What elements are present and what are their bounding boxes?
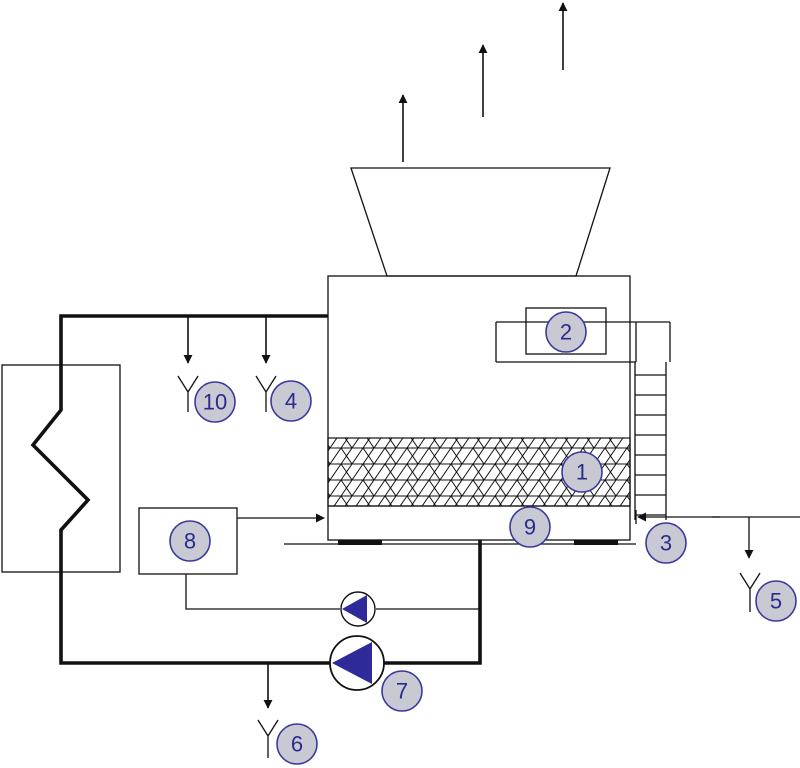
exhaust-arrows bbox=[398, 2, 568, 162]
label-badge-6: 6 bbox=[276, 723, 318, 765]
circulation-loop bbox=[30, 314, 482, 665]
svg-text:4: 4 bbox=[285, 389, 297, 414]
label-badge-1: 1 bbox=[561, 451, 603, 493]
drain-symbol-10 bbox=[177, 375, 199, 412]
treatment-unit bbox=[138, 507, 238, 575]
label-badge-9: 9 bbox=[509, 506, 551, 548]
drain-symbol-6 bbox=[257, 719, 279, 758]
sidestream-line bbox=[185, 574, 480, 610]
basin-base bbox=[284, 540, 636, 545]
svg-text:9: 9 bbox=[524, 515, 536, 540]
main-pump-icon bbox=[329, 635, 385, 691]
drain-symbol-4 bbox=[255, 375, 277, 412]
fan-stack bbox=[350, 167, 611, 277]
svg-text:10: 10 bbox=[203, 390, 227, 415]
label-badge-2: 2 bbox=[545, 311, 587, 353]
svg-text:2: 2 bbox=[560, 320, 572, 345]
svg-text:1: 1 bbox=[576, 460, 588, 485]
label-badge-10: 10 bbox=[194, 381, 236, 423]
label-badge-4: 4 bbox=[270, 380, 312, 422]
small-pump-icon bbox=[340, 591, 376, 627]
label-badge-7: 7 bbox=[381, 670, 423, 712]
makeup-inlet bbox=[635, 510, 800, 559]
label-badge-8: 8 bbox=[169, 520, 211, 562]
svg-text:5: 5 bbox=[770, 589, 782, 614]
svg-text:8: 8 bbox=[184, 529, 196, 554]
svg-text:7: 7 bbox=[396, 679, 408, 704]
svg-text:3: 3 bbox=[660, 531, 672, 556]
label-badge-3: 3 bbox=[645, 522, 687, 564]
label-badge-5: 5 bbox=[755, 580, 797, 622]
drain-symbol-5 bbox=[739, 572, 761, 612]
ladder bbox=[634, 362, 667, 520]
svg-text:6: 6 bbox=[291, 732, 303, 757]
